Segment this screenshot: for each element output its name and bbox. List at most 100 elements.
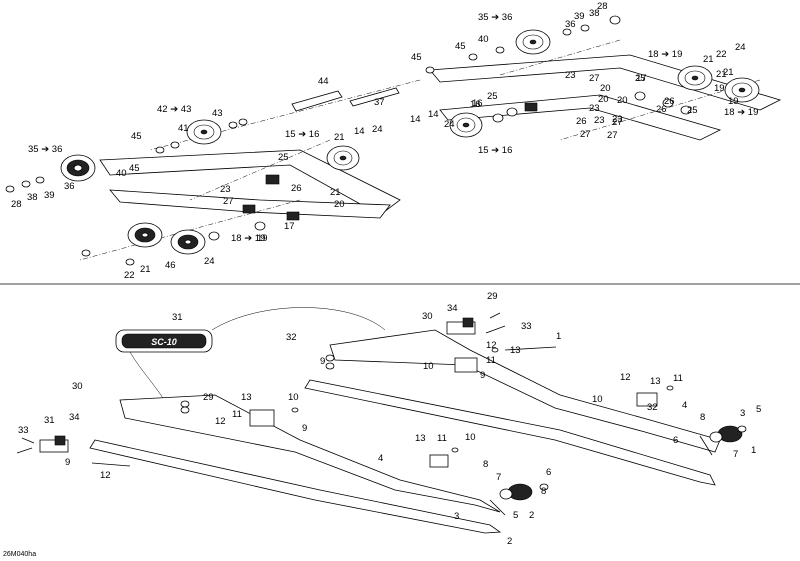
- callout-label: 25: [687, 105, 698, 116]
- callout-label: 20: [617, 95, 628, 106]
- callout-label: 34: [69, 412, 80, 423]
- end-wheel-5-right: [709, 425, 747, 443]
- left-slide-profile: [89, 439, 502, 534]
- callout-label: 21: [716, 69, 727, 80]
- wheel-43: [186, 119, 222, 145]
- decal-46: SC-10: [115, 329, 213, 353]
- callout-label: 18 ➔ 19: [724, 107, 758, 118]
- callout-label: 16: [470, 99, 481, 110]
- bracket-9-left-a: [249, 409, 275, 427]
- callout-label: 43: [212, 108, 223, 119]
- shaft-44: [291, 90, 343, 112]
- callout-label: 27: [612, 117, 623, 128]
- callout-label: 23: [594, 115, 605, 126]
- callout-label: 17: [636, 73, 647, 84]
- wheel-19-right-a: [677, 65, 713, 91]
- wheel-19-bottom-b: [170, 229, 206, 255]
- callout-label: 34: [447, 303, 458, 314]
- callout-label: 37: [374, 97, 385, 108]
- callout-label: 3: [740, 408, 745, 419]
- callout-label: 44: [318, 76, 329, 87]
- callout-label: 12: [620, 372, 631, 383]
- callout-label: 45: [131, 131, 142, 142]
- callout-label: 11: [437, 433, 447, 444]
- callout-label: 13: [650, 376, 661, 387]
- callout-label: 6: [546, 467, 551, 478]
- bracket-30-right: [446, 317, 476, 335]
- callout-label: 27: [580, 129, 591, 140]
- bracket-9-left-b: [429, 454, 449, 468]
- right-slide-profile: [304, 379, 716, 486]
- end-wheel-5-left: [499, 483, 549, 501]
- callout-label: 45: [129, 163, 140, 174]
- svg-text:SC-10: SC-10: [151, 337, 177, 347]
- callout-label: 11: [486, 355, 496, 366]
- callout-label: 22: [716, 49, 727, 60]
- callout-label: 32: [286, 332, 297, 343]
- callout-label: 12: [215, 416, 226, 427]
- wheel-19-bottom-a: [127, 222, 163, 248]
- upper-right-frame-rail-lower: [439, 94, 722, 141]
- callout-label: 19: [257, 233, 268, 244]
- callout-label: 45: [455, 41, 466, 52]
- wheel-36-top: [515, 29, 551, 55]
- callout-label: 9: [65, 457, 70, 468]
- callout-label: 11: [673, 373, 683, 384]
- callout-label: 1: [751, 445, 756, 456]
- callout-label: 31: [172, 312, 183, 323]
- callout-label: 21: [140, 264, 151, 275]
- callout-label: 25: [278, 152, 289, 163]
- diagram-reference-code: 26M040ha: [3, 551, 37, 558]
- callout-label: 35 ➔ 36: [28, 144, 62, 155]
- callout-label: 24: [444, 119, 455, 130]
- callout-label: 24: [735, 42, 746, 53]
- callout-label: 13: [510, 345, 521, 356]
- callout-label: 26: [291, 183, 302, 194]
- callout-label: 18 ➔ 19: [648, 49, 682, 60]
- rear-suspension-assembly: [5, 15, 782, 266]
- callout-label: 8: [700, 412, 705, 423]
- callout-label: 46: [165, 260, 176, 271]
- wheel-16-middle: [449, 112, 483, 138]
- hardware-rings-lower: [180, 347, 674, 453]
- callout-label: 45: [411, 52, 422, 63]
- callout-label: 19: [714, 83, 725, 94]
- callout-label: 36: [64, 181, 75, 192]
- callout-label: 27: [607, 130, 618, 141]
- callout-label: 27: [589, 73, 600, 84]
- callout-label: 23: [220, 184, 231, 195]
- callout-label: 2: [529, 510, 534, 521]
- callout-label: 29: [487, 291, 498, 302]
- callout-label: 6: [673, 435, 678, 446]
- callout-label: 39: [574, 11, 585, 22]
- upper-right-frame-rail: [429, 54, 782, 111]
- callout-label: 26: [656, 104, 667, 115]
- callout-label: 14: [428, 109, 439, 120]
- callout-label: 27: [223, 196, 234, 207]
- callout-label: 25: [487, 91, 498, 102]
- callout-label: 7: [496, 472, 501, 483]
- callout-label: 18 ➔ 19: [231, 233, 265, 244]
- callout-label: 36: [565, 19, 576, 30]
- callout-label: 7: [733, 449, 738, 460]
- callout-label: 9: [480, 370, 485, 381]
- callout-label: 14: [410, 114, 421, 125]
- callout-label: 39: [44, 190, 55, 201]
- callout-label: 25: [635, 73, 646, 84]
- bracket-9-right-b: [636, 392, 658, 407]
- callout-label: 19: [728, 96, 739, 107]
- callout-label: 10: [423, 361, 434, 372]
- callout-label: 20: [334, 199, 345, 210]
- callout-label: 28: [597, 1, 608, 12]
- callout-label: 40: [478, 34, 489, 45]
- wheel-36-left: [60, 154, 96, 182]
- callout-label: 21: [334, 132, 345, 143]
- callout-label: 31: [44, 415, 55, 426]
- callout-label: 8: [541, 486, 546, 497]
- callout-label: 38: [589, 8, 600, 19]
- callout-label: 42 ➔ 43: [157, 104, 191, 115]
- callout-label: 9: [302, 423, 307, 434]
- callout-label: 23: [589, 103, 600, 114]
- callout-label: 30: [422, 311, 433, 322]
